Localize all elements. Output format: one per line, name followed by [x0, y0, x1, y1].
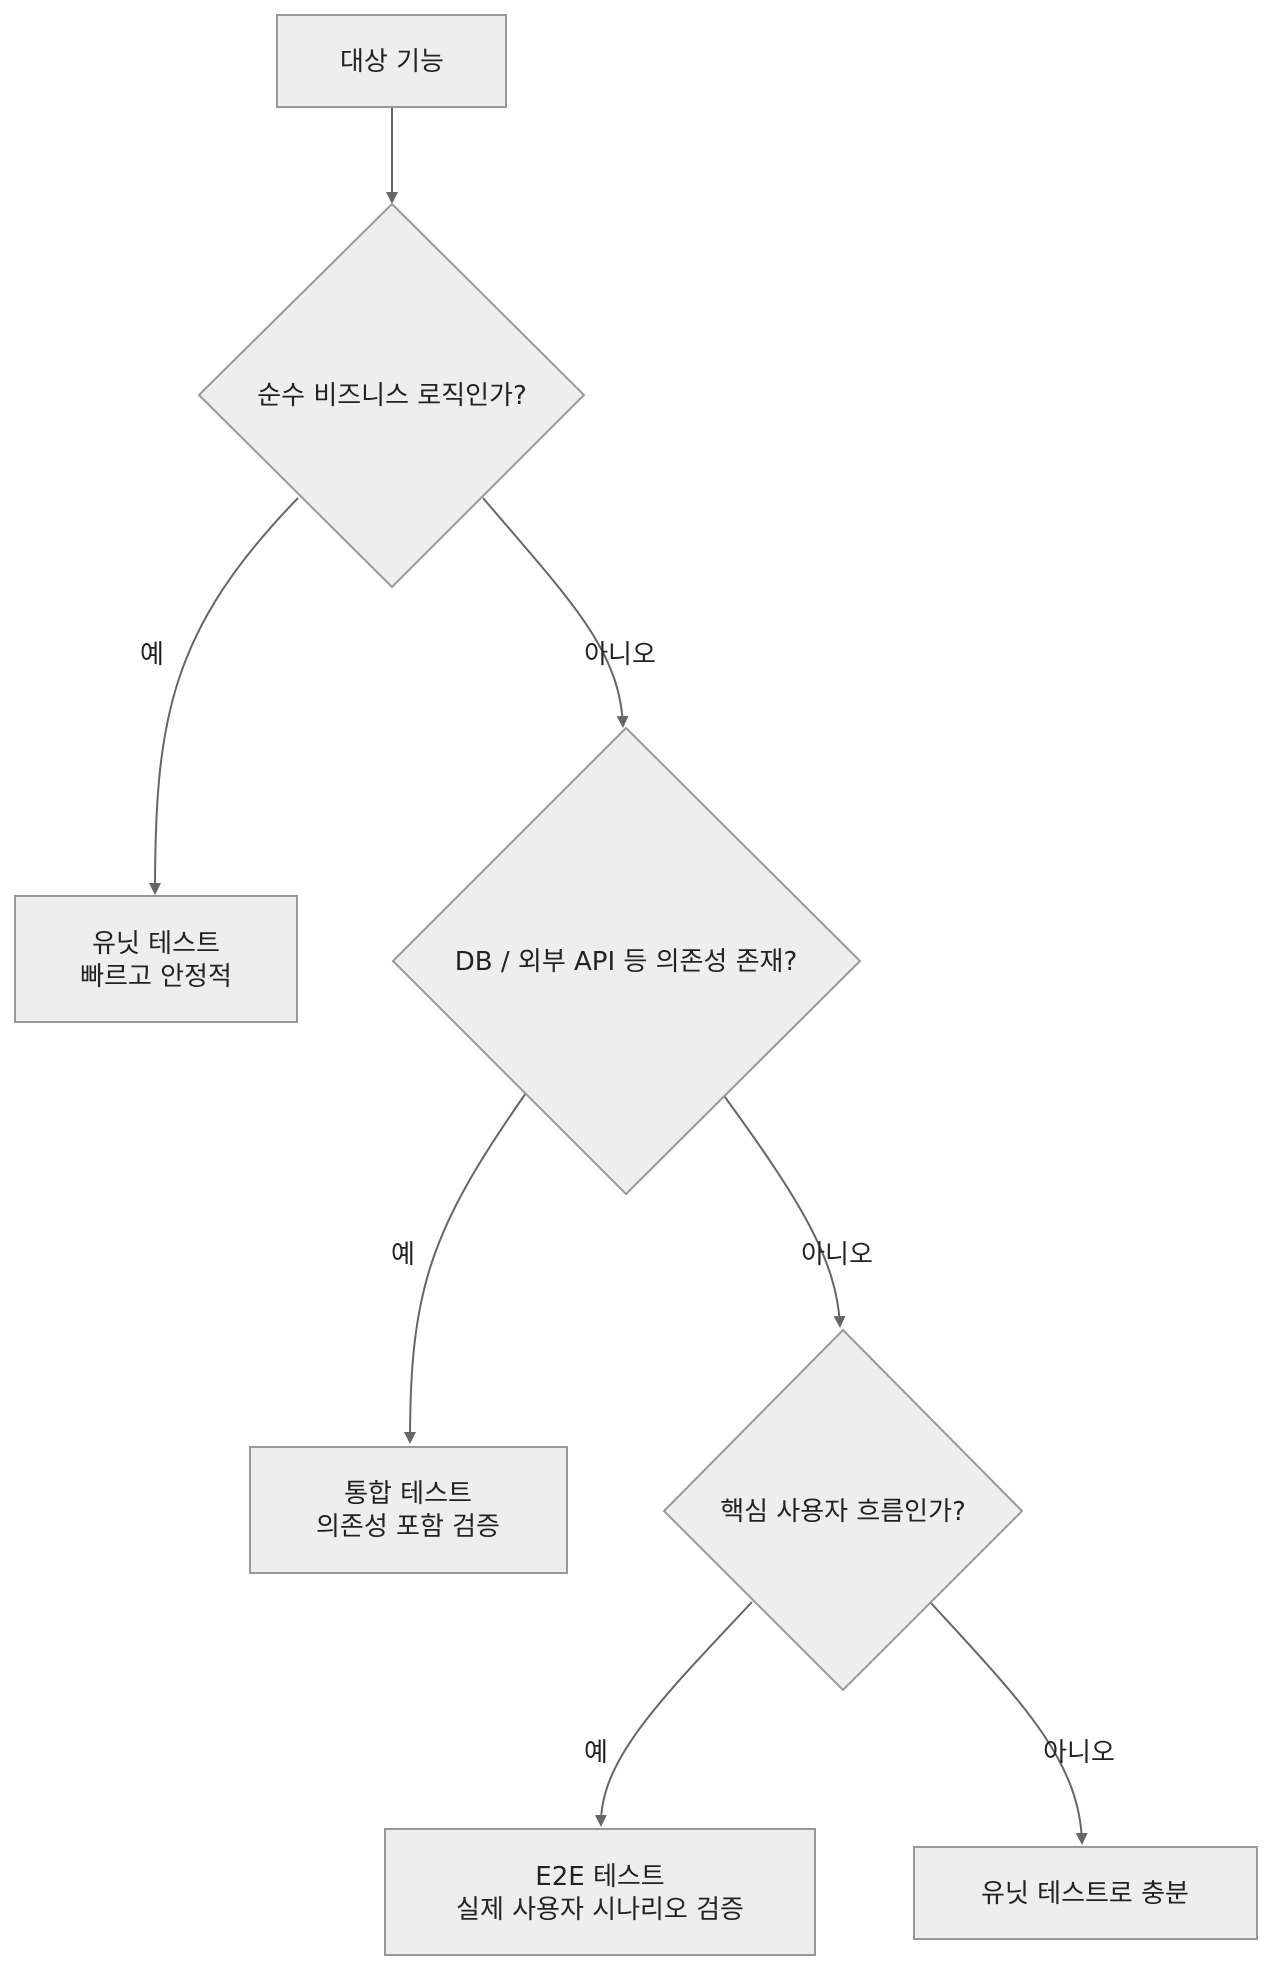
node-integration-test-line2: 의존성 포함 검증	[316, 1512, 500, 1542]
node-integration-test-line1: 통합 테스트	[344, 1479, 472, 1509]
node-q-business-logic-label: 순수 비즈니스 로직인가?	[257, 381, 527, 411]
node-q-core-flow-label: 핵심 사용자 흐름인가?	[720, 1497, 966, 1527]
edge-dependencies-yes	[404, 1092, 527, 1444]
edge-core-flow-no	[929, 1601, 1088, 1845]
node-q-dependencies-label: DB / 외부 API 등 의존성 존재?	[455, 947, 798, 977]
edge-dependencies-no	[721, 1092, 846, 1328]
edge-label-no-1: 아니오	[584, 640, 656, 670]
edge-label-no-2: 아니오	[801, 1240, 873, 1270]
node-q-dependencies: DB / 외부 API 등 의존성 존재?	[391, 726, 862, 1196]
node-unit-test: 유닛 테스트 빠르고 안정적	[14, 895, 298, 1023]
edge-label-yes-3: 예	[584, 1738, 608, 1768]
edge-labels: 예 아니오 예 아니오 예 아니오	[140, 640, 1115, 1768]
node-unit-enough: 유닛 테스트로 충분	[913, 1846, 1258, 1940]
node-e2e-test: E2E 테스트 실제 사용자 시나리오 검증	[384, 1828, 816, 1956]
edge-business-logic-yes	[149, 497, 299, 895]
node-q-core-flow: 핵심 사용자 흐름인가?	[662, 1328, 1024, 1692]
edge-label-yes-1: 예	[140, 640, 164, 670]
edges	[149, 108, 1088, 1845]
edge-business-logic-no	[482, 497, 629, 728]
node-unit-test-line2: 빠르고 안정적	[80, 962, 232, 992]
node-e2e-test-line2: 실제 사용자 시나리오 검증	[456, 1895, 744, 1925]
edge-label-no-3: 아니오	[1043, 1738, 1115, 1768]
node-e2e-test-line1: E2E 테스트	[535, 1862, 664, 1892]
node-unit-enough-label: 유닛 테스트로 충분	[981, 1879, 1189, 1909]
node-integration-test: 통합 테스트 의존성 포함 검증	[249, 1446, 568, 1574]
node-start: 대상 기능	[276, 14, 507, 108]
node-start-label: 대상 기능	[340, 47, 444, 77]
edge-label-yes-2: 예	[391, 1240, 415, 1270]
node-unit-test-line1: 유닛 테스트	[92, 929, 220, 959]
node-q-business-logic: 순수 비즈니스 로직인가?	[197, 202, 586, 589]
edge-core-flow-yes	[594, 1601, 753, 1827]
